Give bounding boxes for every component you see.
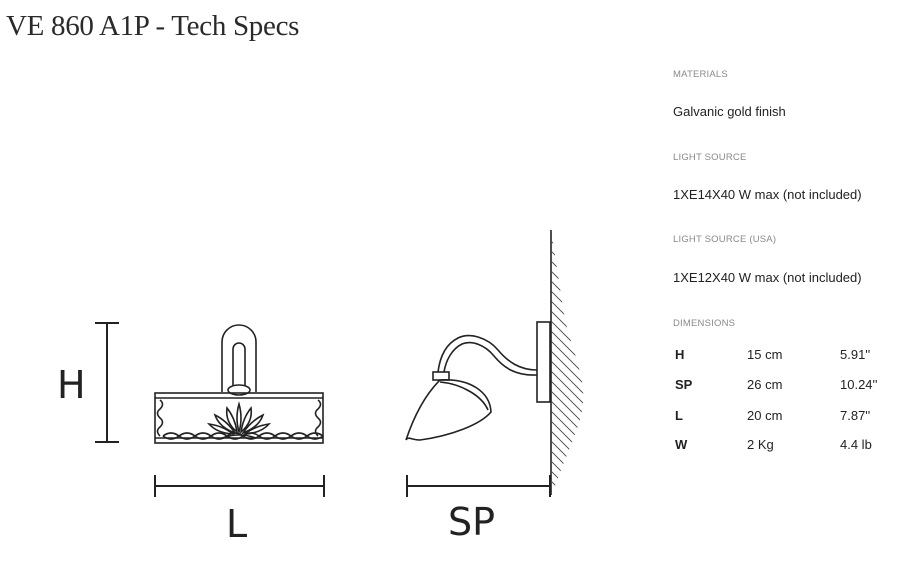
projection-label: SP bbox=[448, 500, 495, 544]
dimension-imperial: 10.24'' bbox=[840, 377, 878, 392]
height-label: H bbox=[57, 363, 86, 407]
materials-value: Galvanic gold finish bbox=[673, 104, 786, 119]
specs-panel: MATERIALS Galvanic gold finish LIGHT SOU… bbox=[673, 0, 893, 564]
dimension-row-height: H 15 cm 5.91'' bbox=[673, 347, 893, 365]
dimension-key: W bbox=[675, 437, 688, 452]
dimension-row-weight: W 2 Kg 4.4 lb bbox=[673, 437, 893, 455]
length-label: L bbox=[226, 502, 247, 546]
dimension-metric: 15 cm bbox=[747, 347, 783, 362]
height-dimension-line bbox=[95, 322, 119, 443]
dimension-imperial: 7.87'' bbox=[840, 408, 871, 423]
dimension-metric: 26 cm bbox=[747, 377, 783, 392]
page-title: VE 860 A1P - Tech Specs bbox=[6, 10, 300, 42]
dimension-imperial: 4.4 lb bbox=[840, 437, 872, 452]
dimension-metric: 2 Kg bbox=[747, 437, 774, 452]
dimension-key: SP bbox=[675, 377, 693, 392]
dimension-key: L bbox=[675, 408, 683, 423]
front-view-lamp bbox=[154, 324, 324, 444]
dimensions-label: DIMENSIONS bbox=[673, 318, 736, 329]
side-view-lamp bbox=[405, 321, 551, 441]
technical-drawing: H L bbox=[57, 230, 584, 546]
dimension-key: H bbox=[675, 347, 685, 362]
light-source-value: 1XE14X40 W max (not included) bbox=[673, 187, 862, 202]
dimension-row-projection: SP 26 cm 10.24'' bbox=[673, 377, 893, 395]
projection-dimension-line bbox=[406, 475, 551, 497]
light-source-label: LIGHT SOURCE bbox=[673, 152, 747, 163]
dimension-imperial: 5.91'' bbox=[840, 347, 871, 362]
light-source-usa-label: LIGHT SOURCE (USA) bbox=[673, 234, 777, 245]
length-dimension-line bbox=[154, 475, 325, 497]
dimension-metric: 20 cm bbox=[747, 408, 783, 423]
materials-label: MATERIALS bbox=[673, 69, 728, 80]
dimension-row-length: L 20 cm 7.87'' bbox=[673, 408, 893, 426]
light-source-usa-value: 1XE12X40 W max (not included) bbox=[673, 270, 862, 285]
